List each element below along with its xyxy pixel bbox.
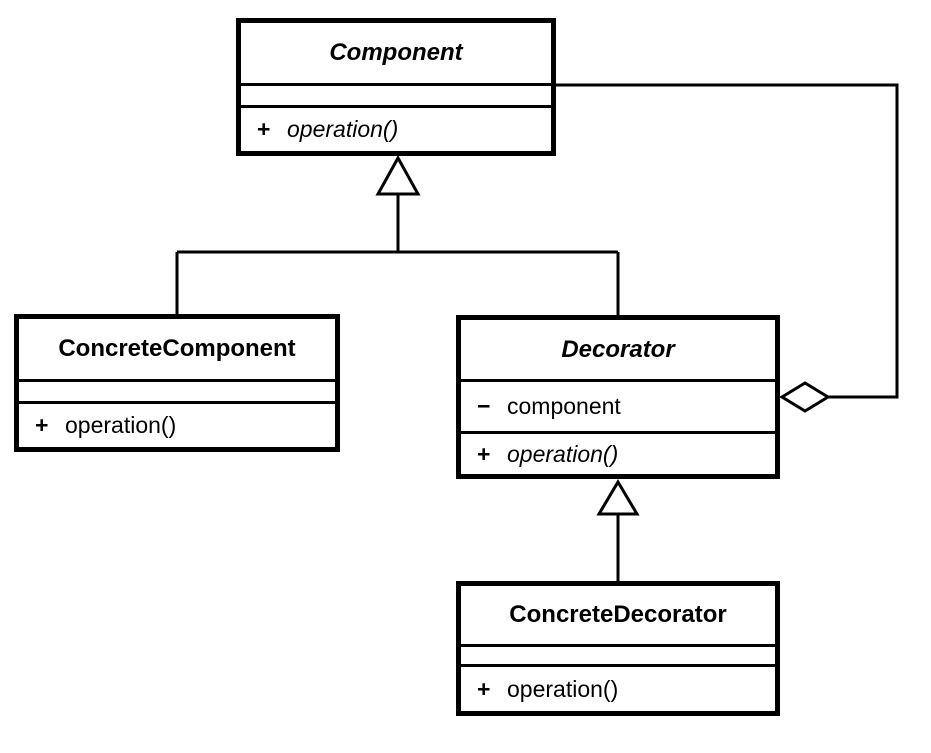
class-title-concrete-component: ConcreteComponent bbox=[58, 335, 296, 362]
operation-row[interactable]: + operation() bbox=[241, 118, 398, 141]
class-operations-compartment-component: + operation() bbox=[241, 105, 551, 151]
class-name-compartment-decorator: Decorator bbox=[461, 320, 775, 379]
visibility-marker: + bbox=[35, 412, 49, 438]
class-operations-compartment-concrete-component: + operation() bbox=[19, 401, 335, 447]
visibility-marker: − bbox=[477, 393, 491, 419]
class-operations-compartment-concrete-decorator: + operation() bbox=[461, 664, 775, 711]
visibility-marker: + bbox=[477, 675, 491, 702]
attribute-row[interactable]: − component bbox=[461, 395, 621, 418]
class-name-compartment-concrete-component: ConcreteComponent bbox=[19, 319, 335, 379]
visibility-marker: + bbox=[477, 440, 491, 467]
class-attributes-compartment-component bbox=[241, 83, 551, 105]
operation-row[interactable]: + operation() bbox=[461, 675, 619, 702]
generalization-fork-component bbox=[175, 182, 620, 316]
visibility-marker: + bbox=[257, 116, 271, 142]
class-name-compartment-component: Component bbox=[241, 23, 551, 83]
operation-label: operation() bbox=[507, 675, 619, 702]
aggregation-route-decorator-component bbox=[556, 83, 899, 399]
operation-label: operation() bbox=[287, 116, 399, 142]
class-attributes-compartment-decorator: − component bbox=[461, 379, 775, 431]
hollow-triangle-icon-decorator bbox=[596, 479, 640, 516]
class-operations-compartment-decorator: + operation() bbox=[461, 431, 775, 474]
aggregation-line bbox=[556, 83, 899, 399]
class-title-component: Component bbox=[329, 39, 463, 66]
hollow-diamond-icon bbox=[779, 381, 831, 413]
operation-label: operation() bbox=[507, 440, 619, 467]
operation-row[interactable]: + operation() bbox=[19, 414, 176, 437]
class-name-compartment-concrete-decorator: ConcreteDecorator bbox=[461, 586, 775, 644]
class-title-concrete-decorator: ConcreteDecorator bbox=[509, 601, 727, 628]
operation-label: operation() bbox=[65, 412, 177, 438]
class-box-component[interactable]: Component + operation() bbox=[236, 18, 556, 156]
class-box-concrete-component[interactable]: ConcreteComponent + operation() bbox=[14, 314, 340, 452]
class-box-concrete-decorator[interactable]: ConcreteDecorator + operation() bbox=[456, 581, 780, 716]
operation-row[interactable]: + operation() bbox=[461, 440, 619, 467]
class-attributes-compartment-concrete-decorator bbox=[461, 644, 775, 664]
attribute-label: component bbox=[507, 393, 621, 419]
class-box-decorator[interactable]: Decorator − component + operation() bbox=[456, 315, 780, 479]
class-title-decorator: Decorator bbox=[561, 335, 675, 363]
class-attributes-compartment-concrete-component bbox=[19, 379, 335, 401]
hollow-triangle-icon-component bbox=[375, 154, 421, 196]
